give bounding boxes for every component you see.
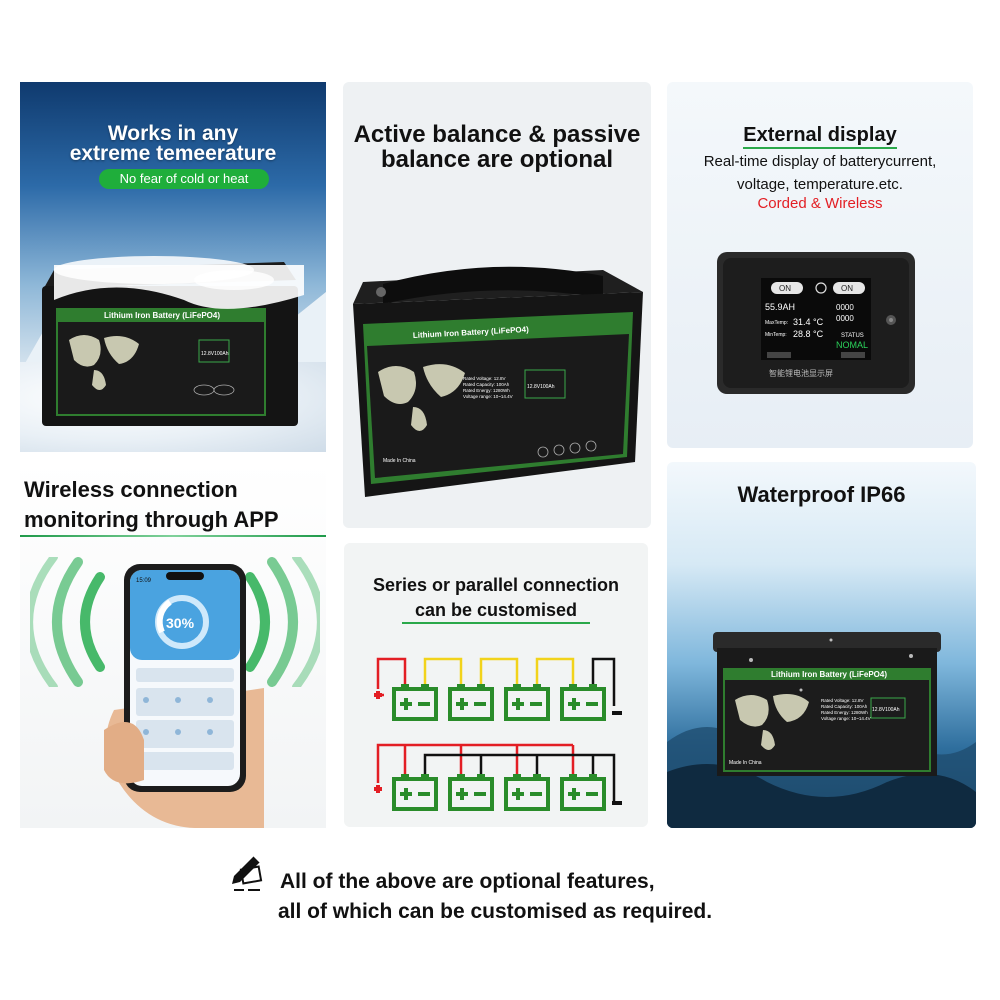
phone-battery-percent: 30%: [166, 615, 195, 631]
water-battery-label: Lithium Iron Battery (LiFePO4): [771, 670, 887, 679]
cold-panel: Works in any extreme temeerature No fear…: [20, 82, 326, 452]
parallel-battery-cell-icon: [504, 774, 550, 811]
screen-status-value: NOMAL: [836, 340, 868, 350]
series-wire-negative: [591, 657, 616, 706]
cold-badge: No fear of cold or heat: [99, 169, 269, 189]
external-display-device: ON ON 55.9AH 0000 MaxTemp: 31.4 °C 0000 …: [717, 252, 915, 394]
signal-waves-left-icon: [30, 557, 105, 687]
series-battery-cell-icon: [560, 684, 606, 721]
balance-spec-3: Rated Energy: 1280Wh: [463, 388, 510, 393]
balance-spec-4: Voltage range: 10~14.4V: [463, 394, 513, 399]
wireless-title: Wireless connection monitoring through A…: [24, 477, 279, 532]
balance-panel: Active balance & passive balance are opt…: [343, 82, 651, 528]
series-battery-cell-icon: [392, 684, 438, 721]
footer: All of the above are optional features, …: [0, 850, 1000, 930]
screen-capacity: 55.9AH: [765, 302, 795, 312]
footer-line-2: all of which can be customised as requir…: [277, 900, 713, 923]
waterproof-title: Waterproof IP66: [737, 482, 906, 507]
series-plus-icon: [374, 691, 382, 699]
balance-spec-2: Rated Capacity: 100Ah: [463, 382, 510, 387]
series-wire-link: [423, 657, 463, 684]
wireless-panel: Wireless connection monitoring through A…: [20, 462, 326, 828]
balance-spec-1: Rated Voltage: 12.8V: [463, 376, 506, 381]
balance-title: Active balance & passive balance are opt…: [353, 121, 641, 173]
balance-spec-box: 12.8V100Ah: [527, 384, 555, 390]
signal-waves-right-icon: [245, 557, 320, 687]
series-wire-link: [479, 657, 519, 684]
display-corded-wireless: Corded & Wireless: [757, 195, 883, 212]
series-panel: Series or parallel connection can be cus…: [344, 543, 648, 827]
parallel-battery-cell-icon: [560, 774, 606, 811]
water-spec-3: Rated Energy: 1280Wh: [821, 710, 868, 715]
battery-waterproof-image: Lithium Iron Battery (LiFePO4) 12.8V100A…: [713, 632, 941, 776]
parallel-wire-positive: [376, 743, 575, 783]
parallel-plus-icon: [374, 785, 382, 793]
series-wiring-diagram: [374, 657, 622, 721]
series-divider: [402, 622, 590, 624]
wireless-divider: [20, 535, 326, 537]
water-spec-box: 12.8V100Ah: [872, 707, 900, 713]
parallel-wiring-diagram: [374, 743, 622, 811]
series-battery-cell-icon: [448, 684, 494, 721]
screen-on-2: ON: [841, 284, 853, 293]
series-wire-link: [535, 657, 575, 684]
parallel-battery-cell-icon: [392, 774, 438, 811]
edit-pencil-icon: [232, 855, 263, 891]
water-made-in: Made In China: [729, 760, 762, 766]
series-title: Series or parallel connection can be cus…: [372, 575, 620, 620]
battery-label: Lithium Iron Battery (LiFePO4): [104, 311, 220, 320]
battery-spec-box: 12.8V100Ah: [201, 351, 229, 357]
display-panel: External display Real-time display of ba…: [667, 82, 973, 448]
screen-max-temp: 31.4 °C: [793, 317, 824, 327]
footer-line-1: All of the above are optional features,: [280, 870, 655, 893]
water-spec-4: Voltage range: 10~14.4V: [821, 716, 871, 721]
screen-min-temp-label: MinTemp:: [765, 332, 787, 338]
screen-max-temp-label: MaxTemp:: [765, 320, 788, 326]
water-spec-1: Rated Voltage: 12.8V: [821, 698, 864, 703]
parallel-battery-cell-icon: [448, 774, 494, 811]
water-spec-2: Rated Capacity: 100Ah: [821, 704, 868, 709]
screen-counter-2: 0000: [836, 314, 854, 323]
display-description: Real-time display of batterycurrent, vol…: [703, 153, 937, 193]
screen-status-label: STATUS: [841, 333, 864, 339]
balance-made-in: Made In China: [383, 458, 416, 464]
series-battery-cell-icon: [504, 684, 550, 721]
battery-cold-image: Lithium Iron Battery (LiFePO4) 12.8V100A…: [42, 256, 304, 426]
cold-title: Works in any extreme temeerature: [69, 122, 277, 165]
phone-app-image: 15:09 30%: [104, 564, 264, 828]
screen-min-temp: 28.8 °C: [793, 329, 824, 339]
phone-time: 15:09: [136, 578, 152, 584]
display-title: External display: [667, 124, 973, 149]
series-wire-positive: [376, 657, 407, 697]
battery-balance-image: Lithium Iron Battery (LiFePO4) 12.8V100A…: [353, 266, 643, 497]
screen-on-1: ON: [779, 284, 791, 293]
screen-counter-1: 0000: [836, 303, 854, 312]
waterproof-panel: Waterproof IP66 Lithium Iron Battery (Li…: [667, 462, 976, 828]
display-caption: 智能锂电池显示屏: [769, 368, 833, 378]
parallel-wire-negative: [423, 753, 616, 801]
